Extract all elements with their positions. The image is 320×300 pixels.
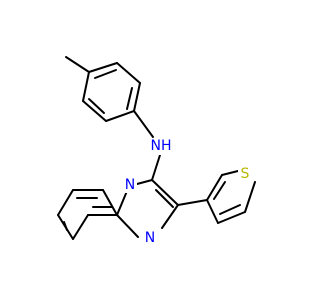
bond-nh-c3 bbox=[151, 154, 161, 181]
bond-methyl bbox=[65, 56, 90, 73]
bond-tolyl bbox=[116, 62, 141, 84]
bond-imidazole bbox=[151, 179, 179, 206]
bond-imidazole bbox=[136, 179, 153, 185]
bond-c-nh bbox=[133, 110, 154, 138]
bond-pyridine bbox=[72, 214, 89, 240]
bond-thiophene-inner bbox=[219, 204, 241, 215]
bond-imidazole bbox=[116, 190, 128, 216]
bond-pyridine bbox=[57, 189, 74, 216]
bond-tolyl bbox=[88, 62, 118, 73]
bond-pyridine bbox=[102, 189, 118, 216]
bond-tolyl-inner bbox=[94, 69, 117, 79]
bond-imidazole-inner bbox=[155, 189, 174, 208]
bond-pyridine-inner bbox=[63, 221, 68, 231]
s-label-bg bbox=[238, 166, 252, 183]
bond-thiophene bbox=[244, 181, 256, 213]
n-imine-label-bg bbox=[143, 230, 157, 247]
n-bridgehead-label: N bbox=[125, 177, 135, 193]
nh-label-bg bbox=[149, 138, 173, 155]
bond-thiophene bbox=[206, 174, 223, 201]
n-imine-label: N bbox=[145, 230, 155, 246]
sulfur-label: S bbox=[241, 166, 250, 182]
bond-thiophene-inner bbox=[213, 181, 226, 200]
bond-tolyl-inner bbox=[126, 87, 133, 110]
atom-labels: NH N N S bbox=[123, 138, 252, 247]
nh-label: NH bbox=[151, 138, 172, 154]
n-bridge-label-bg bbox=[123, 176, 137, 193]
bond-tolyl-inner bbox=[88, 98, 105, 114]
bond-imidazole bbox=[161, 204, 179, 229]
bond-imidazole bbox=[116, 214, 139, 238]
bond-tolyl bbox=[82, 71, 90, 102]
bond-thiophene bbox=[217, 211, 246, 224]
bond-tolyl bbox=[82, 100, 107, 122]
bond-c2-thiophene bbox=[177, 199, 208, 206]
molecule-structure: NH N N S bbox=[57, 56, 256, 247]
bond-thiophene bbox=[206, 199, 219, 224]
bond-tolyl bbox=[105, 110, 135, 122]
bonds bbox=[57, 56, 256, 240]
bond-tolyl bbox=[133, 82, 141, 112]
